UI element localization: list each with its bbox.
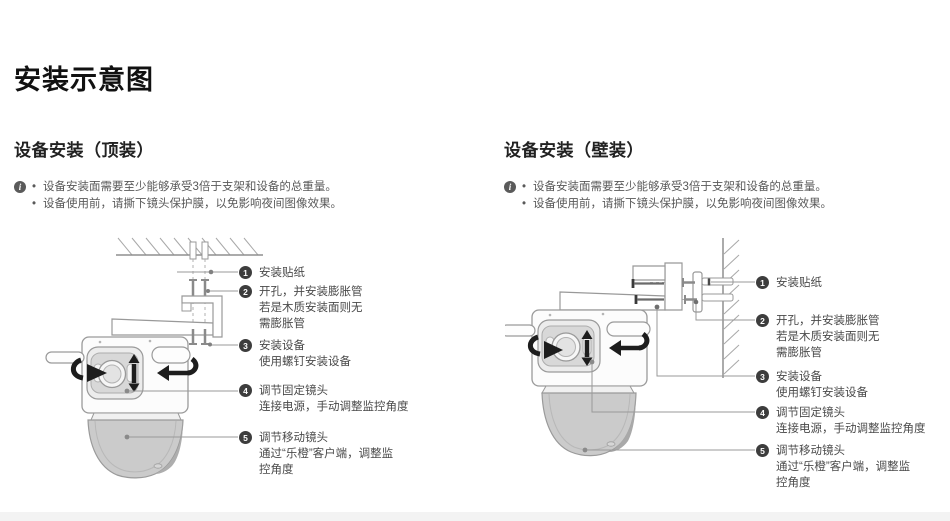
bullet-icon: • — [522, 198, 527, 210]
page-title: 安装示意图 — [14, 65, 154, 95]
note-line: • 设备安装面需要至少能够承受3倍于支架和设备的总重量。 — [522, 179, 832, 196]
antenna-right — [607, 322, 650, 336]
callout-item: 4 调节固定镜头 连接电源，手动调整监控角度 — [239, 383, 409, 415]
section-heading-top-mount: 设备安装（顶装） — [14, 141, 154, 160]
antenna-right — [152, 347, 190, 363]
note-text: 设备使用前，请撕下镜头保护膜，以免影响夜间图像效果。 — [43, 198, 343, 210]
callout-item: 3 安装设备 使用螺钉安装设备 — [756, 369, 868, 401]
top-mount-diagram — [30, 230, 450, 490]
antenna — [505, 325, 535, 336]
mount-screws — [189, 329, 209, 344]
callout-item: 4 调节固定镜头 连接电源，手动调整监控角度 — [756, 405, 926, 437]
antenna — [46, 352, 84, 363]
expansion-bolts — [189, 280, 209, 296]
l-bracket — [665, 263, 682, 310]
note-text: 设备安装面需要至少能够承受3倍于支架和设备的总重量。 — [533, 181, 827, 193]
note-text: 设备安装面需要至少能够承受3倍于支架和设备的总重量。 — [43, 181, 337, 193]
note-block-top-mount: i • 设备安装面需要至少能够承受3倍于支架和设备的总重量。 • 设备使用前，请… — [14, 179, 444, 213]
anchor-pin — [190, 242, 196, 259]
callout-item: 5 调节移动镜头 通过“乐橙”客户端，调整监 控角度 — [239, 430, 393, 478]
callout-label: 安装设备 使用螺钉安装设备 — [259, 340, 351, 368]
callout-number: 2 — [239, 285, 252, 298]
note-line: • 设备使用前，请撕下镜头保护膜，以免影响夜间图像效果。 — [32, 196, 342, 213]
callout-item: 3 安装设备 使用螺钉安装设备 — [239, 338, 351, 370]
callout-number: 5 — [756, 444, 769, 457]
callout-item: 2 开孔，并安装膨胀管 若是木质安装面则无 需膨胀管 — [756, 313, 880, 361]
note-text: 设备使用前，请撕下镜头保护膜，以免影响夜间图像效果。 — [533, 198, 833, 210]
ceiling-hatch — [118, 238, 258, 255]
info-icon: i — [14, 181, 26, 193]
callout-label: 开孔，并安装膨胀管 若是木质安装面则无 需膨胀管 — [259, 286, 363, 330]
callout-number: 2 — [756, 314, 769, 327]
bracket-tab — [633, 266, 665, 280]
bullet-icon: • — [32, 198, 37, 210]
callout-label: 调节移动镜头 通过“乐橙”客户端，调整监 控角度 — [776, 445, 911, 489]
mount-arm — [560, 292, 665, 310]
callout-item: 5 调节移动镜头 通过“乐橙”客户端，调整监 控角度 — [756, 443, 910, 491]
bracket-tab — [182, 303, 191, 311]
callout-number: 5 — [239, 431, 252, 444]
callout-label: 调节移动镜头 通过“乐橙”客户端，调整监 控角度 — [259, 432, 394, 476]
note-line: • 设备使用前，请撕下镜头保护膜，以免影响夜间图像效果。 — [522, 196, 832, 213]
dome-lens — [88, 420, 183, 478]
mount-screws — [683, 278, 697, 304]
page-bottom-divider — [0, 512, 950, 521]
bracket-bolts — [633, 279, 664, 304]
callout-item: 1 安装贴纸 — [239, 265, 305, 281]
mount-arm — [112, 319, 213, 335]
note-block-wall-mount: i • 设备安装面需要至少能够承受3倍于支架和设备的总重量。 • 设备使用前，请… — [504, 179, 934, 213]
pan-tilt-arrows — [73, 354, 196, 392]
callout-number: 3 — [756, 370, 769, 383]
callout-number: 1 — [239, 266, 252, 279]
wall-mount-diagram — [505, 230, 755, 510]
callout-item: 1 安装贴纸 — [756, 275, 822, 291]
callout-label: 调节固定镜头 连接电源，手动调整监控角度 — [776, 407, 926, 435]
callout-number: 1 — [756, 276, 769, 289]
callout-number: 3 — [239, 339, 252, 352]
callout-label: 调节固定镜头 连接电源，手动调整监控角度 — [259, 385, 409, 413]
callout-number: 4 — [239, 384, 252, 397]
note-line: • 设备安装面需要至少能够承受3倍于支架和设备的总重量。 — [32, 179, 342, 196]
callout-label: 安装贴纸 — [776, 277, 822, 289]
wall-anchor — [702, 294, 733, 301]
bullet-icon: • — [32, 181, 37, 193]
section-heading-wall-mount: 设备安装（壁装） — [504, 141, 644, 160]
wall-plate — [693, 272, 702, 312]
callout-label: 安装贴纸 — [259, 267, 305, 279]
callout-item: 2 开孔，并安装膨胀管 若是木质安装面则无 需膨胀管 — [239, 284, 363, 332]
callout-number: 4 — [756, 406, 769, 419]
callout-label: 开孔，并安装膨胀管 若是木质安装面则无 需膨胀管 — [776, 315, 880, 359]
info-icon: i — [504, 181, 516, 193]
pan-tilt-arrows — [530, 330, 647, 366]
anchor-pin — [202, 242, 208, 259]
wall-hatch — [724, 240, 739, 374]
callout-label: 安装设备 使用螺钉安装设备 — [776, 371, 868, 399]
bullet-icon: • — [522, 181, 527, 193]
